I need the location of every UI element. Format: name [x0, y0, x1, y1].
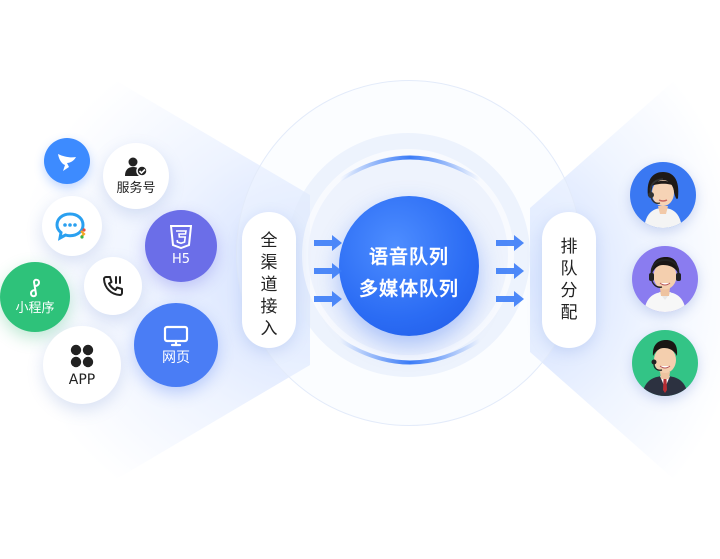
chat-bubble-icon: [55, 212, 86, 241]
channel-phone[interactable]: [84, 257, 142, 315]
omnichannel-access-pill: [242, 212, 296, 348]
arrow-icon: [314, 291, 342, 307]
outbound-arrows: [496, 235, 524, 307]
arrow-icon: [496, 291, 524, 307]
monitor-icon: [163, 325, 189, 347]
channel-dingtalk[interactable]: [44, 138, 90, 184]
voice-queue-label: 语音队列: [368, 246, 449, 268]
arrow-icon: [496, 235, 524, 251]
service-account-label: 服务号: [116, 181, 156, 196]
channel-app[interactable]: APP: [43, 326, 121, 404]
male-agent-avatar: [644, 257, 686, 312]
arrow-icon: [314, 263, 342, 279]
female-agent-avatar: [644, 172, 682, 228]
channel-chat[interactable]: [42, 196, 102, 256]
channel-h5[interactable]: H5: [145, 210, 217, 282]
bottom-arc: [338, 338, 482, 365]
agent-avatar-3[interactable]: [632, 330, 698, 396]
h5-label: H5: [171, 252, 191, 267]
arrow-icon: [496, 263, 524, 279]
channel-web[interactable]: 网页: [134, 303, 218, 387]
arrow-icon: [314, 235, 342, 251]
inbound-arrows: [314, 235, 342, 307]
queue-dispatch-pill: [542, 212, 596, 348]
orbit-arcs: [338, 155, 482, 365]
channel-service-account[interactable]: 服务号: [103, 143, 169, 209]
agent-avatar-2[interactable]: [632, 246, 698, 312]
omnichannel-access-label: 全渠道接入: [260, 231, 278, 339]
app-label: APP: [68, 372, 96, 388]
dingtalk-icon: [58, 154, 76, 171]
app-grid-icon: [70, 344, 94, 368]
mini-program-label: 小程序: [15, 301, 55, 316]
male-agent-avatar: [642, 340, 688, 396]
phone-call-icon: [103, 276, 123, 296]
top-arc: [338, 155, 482, 182]
web-label: 网页: [162, 350, 190, 366]
channel-mini-program[interactable]: 小程序: [0, 262, 70, 332]
mini-program-icon: [29, 278, 41, 298]
multimedia-queue-label: 多媒体队列: [358, 278, 459, 300]
agent-avatar-1[interactable]: [630, 162, 696, 228]
html5-icon: [170, 225, 192, 249]
queue-core: [339, 196, 479, 336]
queue-dispatch-label: 排队分配: [560, 237, 578, 323]
user-check-icon: [125, 157, 148, 177]
